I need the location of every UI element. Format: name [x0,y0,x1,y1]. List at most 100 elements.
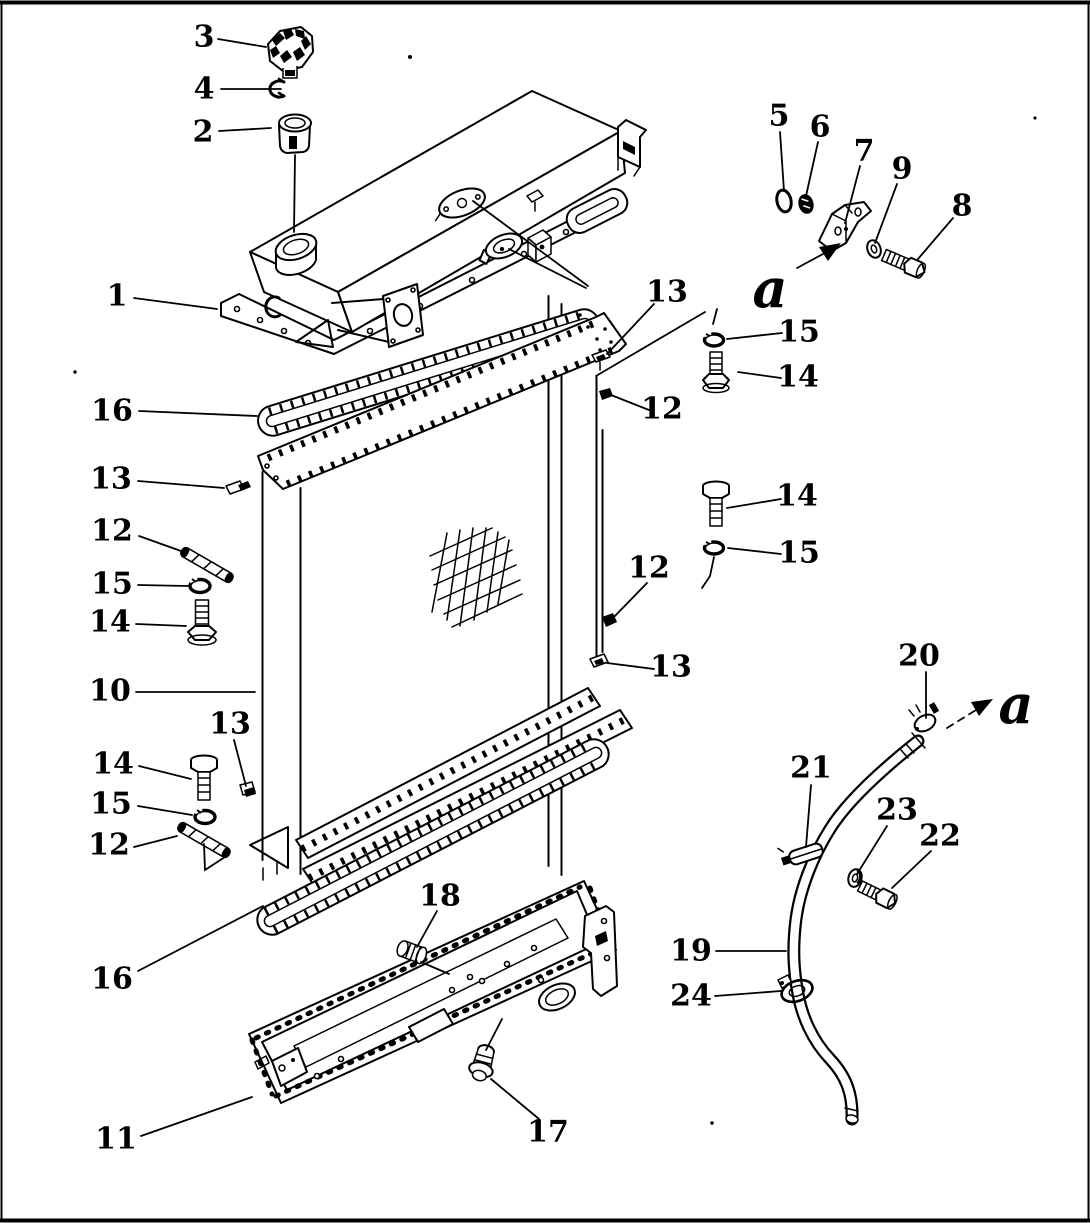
view-arrow-head [971,699,993,716]
view-arrow-line [946,709,977,729]
leader-line [726,332,783,340]
washer-23 [847,868,863,888]
assembly-line [508,248,587,289]
bottom-tank-outlet-hole [538,982,576,1012]
callout-14: 14 [776,479,818,514]
assembly-line [485,1018,503,1051]
callout-13: 13 [650,650,692,685]
leader-line [416,910,438,948]
leader-line [138,765,192,780]
tank-hook [264,295,282,319]
leader-line [218,127,272,132]
radiator-cap [267,26,314,79]
leader-line [805,784,812,848]
callout-14: 14 [92,747,134,782]
leader-line [610,394,650,411]
view-arrow-line [796,253,824,269]
callout-11: 11 [95,1122,137,1157]
leader-line [779,131,785,192]
callout-15: 15 [91,567,133,602]
bottom-gasket [256,738,610,936]
leader-line [805,141,819,197]
callout-3: 3 [194,20,215,55]
snap-ring [268,77,286,99]
tank-handle [565,188,629,234]
leader-line [606,662,655,670]
callout-12: 12 [91,514,133,549]
leader-line [138,535,182,552]
view-marker-a: a [999,672,1034,736]
callout-10: 10 [89,674,131,709]
bolt-14c [187,599,217,646]
drain-plug-18 [396,940,428,965]
pipe-clamp-21 [777,842,824,866]
tank-clip [526,189,544,212]
assembly-line [712,308,718,325]
callout-21: 21 [790,751,832,786]
callout-19: 19 [670,934,712,969]
leader-line [727,547,782,555]
callout-22: 22 [919,819,961,854]
callout-15: 15 [778,536,820,571]
lock-washer-15b [702,539,726,556]
view-marker-a: a [753,256,788,320]
callout-15: 15 [90,787,132,822]
overflow-pipe [787,732,926,1126]
bottom-tank-baffle [408,1008,454,1043]
leader-line [138,410,258,417]
callout-13: 13 [90,462,132,497]
grommet-24 [777,974,814,1004]
callout-16: 16 [91,962,133,997]
bottom-tank-end-bracket [582,905,618,997]
callout-14: 14 [89,605,131,640]
leader-line [133,297,218,310]
callout-15: 15 [778,315,820,350]
hose-clamp-20 [908,702,940,733]
bolt-8 [880,248,927,279]
callout-6: 6 [810,110,831,145]
assembly-line [203,843,229,872]
assembly-line [293,154,296,233]
callout-14: 14 [777,360,819,395]
bottom-tank-left-panel [254,1047,308,1087]
clip-13b [239,781,256,797]
tank-notch [295,319,334,348]
callout-18: 18 [419,879,461,914]
callout-12: 12 [88,828,130,863]
lock-washer-15a [702,331,726,348]
leader-line [714,990,782,997]
leader-line [891,850,932,889]
bolt-14d [190,754,218,801]
plug [798,194,814,214]
drain-plug-17 [468,1044,495,1082]
leader-line [133,835,178,848]
bolt-22 [856,880,898,910]
callout-13: 13 [209,707,251,742]
bolt-14b [702,480,730,527]
core-top-plate [257,312,627,490]
callout-20: 20 [898,639,940,674]
nub-12-top-right [599,388,613,400]
leader-line [137,805,193,816]
assembly-line [701,556,715,589]
callout-1: 1 [107,279,128,314]
filler-neck-insert [278,113,312,154]
callout-16: 16 [91,394,133,429]
callout-8: 8 [952,189,973,224]
bolt-14a [702,351,730,394]
clip-13a [225,480,251,495]
callout-2: 2 [193,115,214,150]
leader-line [490,1078,540,1120]
leader-line [737,371,782,379]
leader-line [610,582,648,621]
outlet-bracket [818,201,872,252]
callout-24: 24 [670,979,712,1014]
leader-line [137,905,264,972]
leader-line [135,623,187,627]
callout-23: 23 [876,793,918,828]
assembly-line [472,200,589,287]
callout-12: 12 [628,551,670,586]
top-tank [220,90,647,355]
